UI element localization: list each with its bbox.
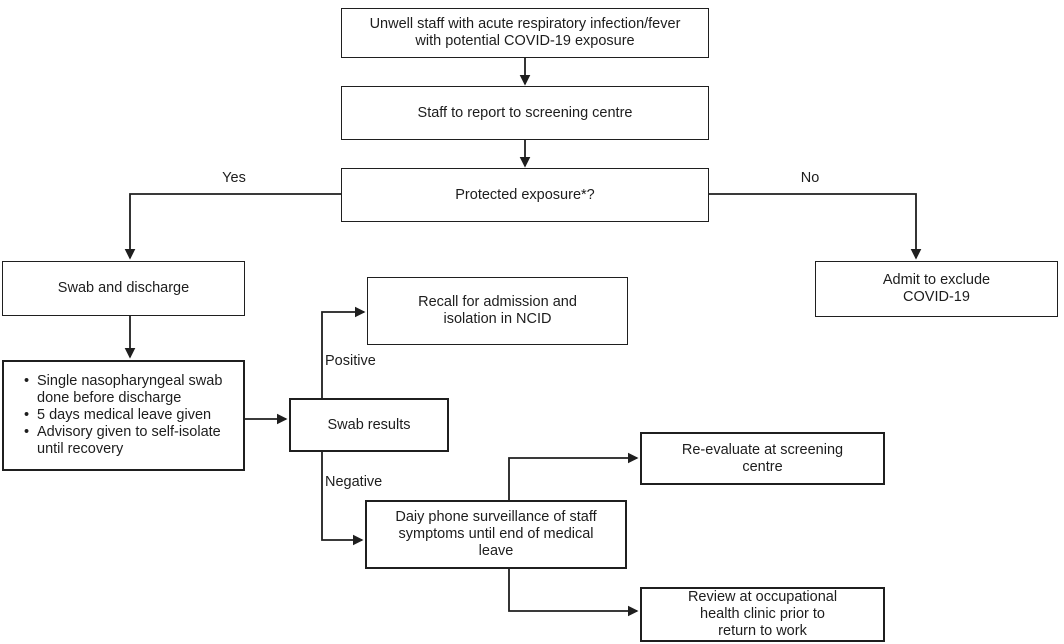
node-recall-ncid-line1: Recall for admission and [418,294,577,311]
node-unwell-staff-line2: with potential COVID-19 exposure [415,33,635,49]
node-recall-ncid: Recall for admission and isolation in NC… [367,277,628,345]
node-review-occupational-line1: Review at occupational [687,589,838,606]
node-daily-surveillance-text: Daiy phone surveillance of staff symptom… [395,509,596,559]
node-report-screening-centre: Staff to report to screening centre [341,86,709,140]
edge-label-no: No [800,170,820,186]
node-daily-surveillance-line1: Daiy phone surveillance of staff [395,509,597,526]
node-admit-exclude-line1: Admit to exclude [882,272,991,289]
node-recall-ncid-text: Recall for admission and isolation in NC… [418,294,577,327]
node-recall-ncid-line2: isolation in NCID [443,311,552,327]
node-reevaluate-line2: centre [742,458,783,475]
node-swab-results: Swab results [289,398,449,452]
swab-details-item-2: 5 days medical leave given [24,407,211,424]
edge-label-positive: Positive [325,353,376,369]
edge-no-to-admit [709,193,922,260]
node-reevaluate-text: Re-evaluate at screening centre [682,442,843,475]
edge-positive-to-recall [321,306,366,398]
node-review-occupational-text: Review at occupational health clinic pri… [688,589,837,639]
node-admit-exclude-line2: COVID-19 [903,289,970,305]
node-reevaluate-line1: Re-evaluate at screening [681,441,844,458]
node-daily-surveillance-line3: leave [478,542,514,559]
node-protected-exposure-text: Protected exposure*? [455,186,595,203]
edge-surveillance-to-reevaluate [508,452,639,500]
edge-label-negative: Negative [325,474,383,490]
node-unwell-staff: Unwell staff with acute respiratory infe… [341,8,709,58]
node-review-occupational: Review at occupational health clinic pri… [640,587,885,642]
swab-details-item-3: Advisory given to self-isolate until rec… [24,424,237,458]
edge-negative-to-surveillance [321,452,364,546]
edge-yes-to-swab-discharge [124,193,341,260]
swab-details-list: Single nasopharyngeal swab done before d… [4,373,243,459]
node-protected-exposure: Protected exposure*? [341,168,709,222]
edge-surveillance-to-review [508,569,639,617]
edge-label-yes: Yes [222,170,246,186]
node-swab-results-text: Swab results [327,416,411,433]
node-swab-details: Single nasopharyngeal swab done before d… [2,360,245,471]
node-swab-and-discharge: Swab and discharge [2,261,245,316]
node-reevaluate: Re-evaluate at screening centre [640,432,885,485]
node-review-occupational-line2: health clinic prior to [700,606,825,623]
node-unwell-staff-text: Unwell staff with acute respiratory infe… [370,16,681,49]
node-unwell-staff-line1: Unwell staff with acute respiratory infe… [369,16,681,33]
node-admit-exclude-text: Admit to exclude COVID-19 [883,272,990,305]
node-admit-exclude: Admit to exclude COVID-19 [815,261,1058,317]
node-swab-and-discharge-text: Swab and discharge [57,280,190,297]
node-daily-surveillance: Daiy phone surveillance of staff symptom… [365,500,627,569]
node-daily-surveillance-line2: symptoms until end of medical [398,526,594,543]
node-report-screening-centre-text: Staff to report to screening centre [417,104,633,121]
swab-details-item-1: Single nasopharyngeal swab done before d… [24,373,237,407]
node-review-occupational-line3: return to work [718,622,807,639]
